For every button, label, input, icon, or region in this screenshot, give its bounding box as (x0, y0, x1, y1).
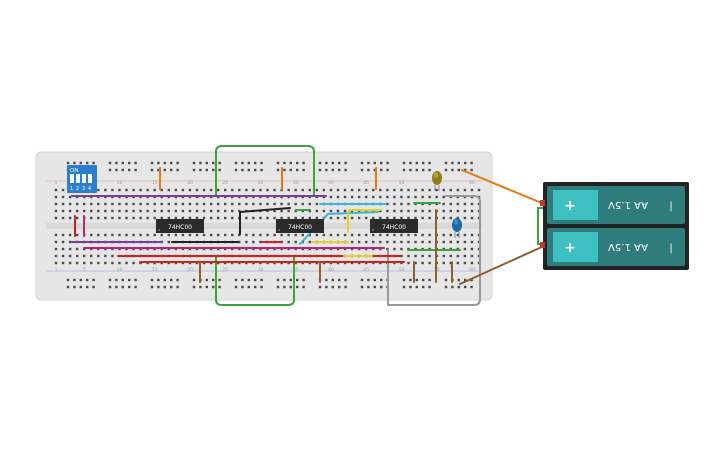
battery-2-minus: | (669, 243, 672, 254)
column-number: 15 (152, 267, 158, 273)
chip-2-label: 74HC00 (288, 224, 312, 231)
battery-pack[interactable]: + AA 1.5V | + AA 1.5V | (540, 182, 689, 270)
led-blue[interactable] (452, 218, 462, 238)
battery-2[interactable]: + AA 1.5V | (547, 228, 685, 266)
led-yellow[interactable] (432, 171, 442, 191)
column-number: 10 (117, 180, 123, 186)
battery-1-minus: | (669, 201, 672, 212)
column-number: 35 (293, 267, 299, 273)
wires[interactable] (71, 145, 547, 306)
battery-1-plus: + (564, 198, 576, 214)
battery-2-voltage: AA 1.5V (608, 241, 648, 252)
column-number: 45 (363, 180, 369, 186)
column-number: 30 (258, 267, 264, 273)
column-number: 30 (258, 180, 264, 186)
column-numbers: 1155101015152020252530303535404045455050… (55, 180, 475, 273)
chip-3-label: 74HC00 (382, 224, 406, 231)
column-number: 60 (469, 267, 475, 273)
dip-on-label: ON (70, 168, 78, 174)
chip-1[interactable]: 74HC00 (156, 219, 204, 233)
column-number: 1 (55, 267, 58, 273)
battery-1[interactable]: + AA 1.5V | (547, 186, 685, 224)
wire-cyan-1 (299, 211, 379, 245)
wire-orange-battery (461, 169, 545, 205)
chip-1-label: 74HC00 (168, 224, 192, 231)
wire-grey-loop (387, 195, 481, 306)
dip-position-4: 4 (88, 186, 91, 192)
dip-position-1: 1 (70, 186, 73, 192)
column-number: 5 (83, 267, 86, 273)
dip-switch[interactable]: ON 1 2 3 4 (67, 165, 97, 193)
dip-position-3: 3 (82, 186, 85, 192)
chip-2[interactable]: 74HC00 (276, 219, 324, 233)
column-number: 50 (399, 180, 405, 186)
column-number: 15 (152, 180, 158, 186)
column-number: 25 (222, 180, 228, 186)
column-number: 60 (469, 180, 475, 186)
battery-2-plus: + (564, 240, 576, 256)
column-number: 1 (55, 180, 58, 186)
chip-3[interactable]: 74HC00 (370, 219, 418, 233)
battery-1-voltage: AA 1.5V (608, 199, 648, 210)
column-number: 50 (399, 267, 405, 273)
wire-black-2 (239, 207, 291, 235)
wire-yellow (347, 209, 381, 233)
wire-green-loop (215, 145, 315, 197)
breadboard[interactable]: 1155101015152020252530303535404045455050… (35, 151, 493, 301)
dip-position-2: 2 (76, 186, 79, 192)
column-number: 10 (117, 267, 123, 273)
column-number: 45 (363, 267, 369, 273)
column-number: 40 (328, 267, 334, 273)
column-number: 40 (328, 180, 334, 186)
column-number: 35 (293, 180, 299, 186)
wire-brown-battery (459, 245, 545, 285)
column-number: 25 (222, 267, 228, 273)
column-number: 20 (187, 267, 193, 273)
wire-green-bottom (215, 255, 295, 306)
column-number: 20 (187, 180, 193, 186)
